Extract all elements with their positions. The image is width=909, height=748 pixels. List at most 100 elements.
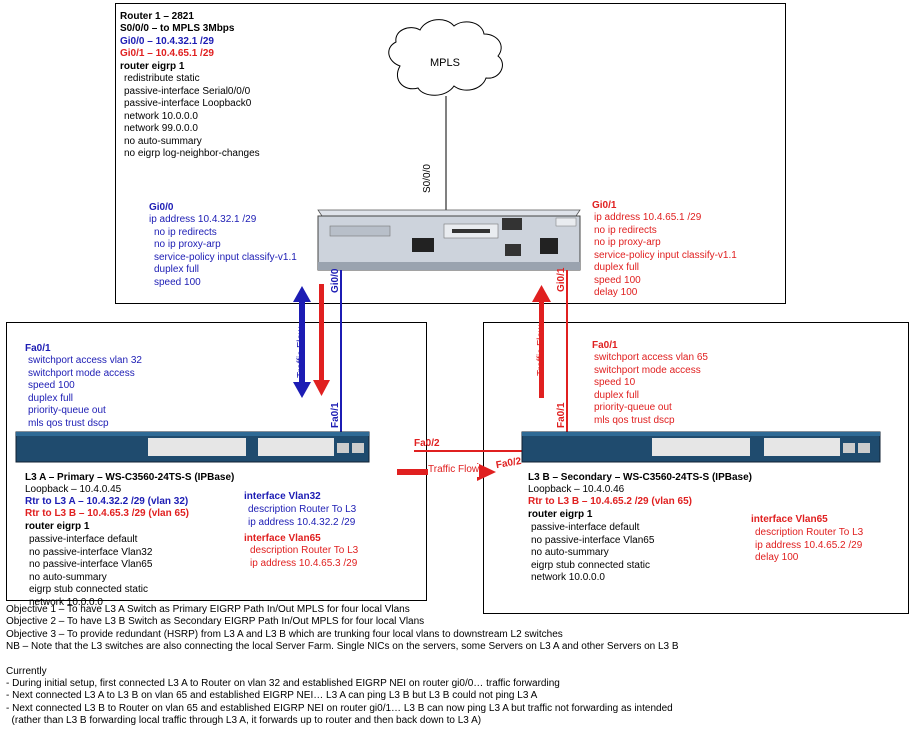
l3b-fa01-line: speed 10: [594, 377, 636, 388]
l3a-eigrp-line: no passive-interface Vlan65: [29, 559, 153, 570]
router-eigrp-line: network 10.0.0.0: [124, 110, 198, 122]
traffic-flow-label-horizontal: Traffic Flow: [428, 464, 480, 477]
l3b-fa01-line: mls qos trust dscp: [594, 414, 675, 426]
l3b-eigrp-line: eigrp stub connected static: [531, 559, 650, 571]
l3b-eigrp-line: network 10.0.0.0: [531, 572, 605, 583]
router-eigrp-lines: redistribute static passive-interface Se…: [124, 73, 260, 161]
gi00-link-label: Gi0/0: [330, 268, 341, 293]
l3b-fa01-line: switchport access vlan 65: [594, 352, 708, 363]
router-gi00-line: no ip proxy-arp: [154, 239, 221, 250]
l3a-rtr-line: Rtr to L3 A – 10.4.32.2 /29 (vlan 32): [25, 496, 189, 507]
l3b-vlan65-header: interface Vlan65: [751, 514, 828, 525]
switch-l3b-icon: [521, 431, 881, 463]
currently-line: - Next connected L3 B to Router on vlan …: [6, 702, 673, 714]
l3b-rtr-line: Rtr to L3 B – 10.4.65.2 /29 (vlan 65): [528, 496, 692, 507]
router-gi00-address: Gi0/0 – 10.4.32.1 /29: [120, 36, 214, 47]
router-gi00-header: Gi0/0: [149, 202, 174, 213]
l3a-fa01-line: priority-queue out: [28, 405, 106, 416]
router-gi01-line: delay 100: [594, 287, 638, 298]
l3a-eigrp-lines: passive-interface default no passive-int…: [29, 534, 152, 609]
router-eigrp-header: router eigrp 1: [120, 61, 185, 72]
router-eigrp-line: redistribute static: [124, 73, 200, 84]
router-gi00-line: duplex full: [154, 264, 200, 275]
router-eigrp-line: network 99.0.0.0: [124, 123, 198, 134]
router-serial: S0/0/0 – to MPLS 3Mbps: [120, 23, 235, 34]
traffic-flow-arrow-blue: [293, 286, 311, 398]
traffic-flow-label-right: Traffic Flow: [536, 324, 547, 376]
l3b-eigrp-header: router eigrp 1: [528, 509, 593, 520]
l3a-fa01-header: Fa0/1: [25, 343, 51, 354]
objective-line: Objective 1 – To have L3 A Switch as Pri…: [6, 604, 410, 615]
l3a-fa01-lines: switchport access vlan 32 switchport mod…: [28, 355, 142, 430]
notes-section: Objective 1 – To have L3 A Switch as Pri…: [6, 604, 679, 728]
l3a-fa01-line: switchport mode access: [28, 367, 135, 379]
l3b-config-box: [483, 322, 909, 614]
l3a-loopback: Loopback – 10.4.0.45: [25, 484, 122, 495]
traffic-flow-arrow-red-up: [532, 285, 551, 398]
l3a-l3b-line: Rtr to L3 B – 10.4.65.3 /29 (vlan 65): [25, 508, 189, 519]
traffic-flow-label-left: Traffic Flow: [296, 326, 307, 378]
l3b-fa01-header: Fa0/1: [592, 340, 618, 351]
l3b-loopback: Loopback – 10.4.0.46: [528, 484, 625, 495]
l3a-vlan32-line: ip address 10.4.32.2 /29: [248, 516, 356, 528]
router-gi01-address: Gi0/1 – 10.4.65.1 /29: [120, 48, 214, 59]
l3a-eigrp-line: no passive-interface Vlan32: [29, 546, 153, 558]
l3b-fa01-lines: switchport access vlan 65 switchport mod…: [594, 352, 708, 427]
objective-line: Objective 3 – To provide redundant (HSRP…: [6, 628, 563, 640]
router-gi00-lines: ip address 10.4.32.1 /29 no ip redirects…: [149, 214, 297, 289]
l3a-eigrp-header: router eigrp 1: [25, 521, 90, 532]
l3b-fa01-line: priority-queue out: [594, 402, 672, 413]
router-gi01-line: no ip redirects: [594, 224, 657, 236]
router-gi01-line: ip address 10.4.65.1 /29: [594, 212, 702, 223]
l3b-vlan65-line: delay 100: [755, 552, 799, 563]
l3a-vlan32-line: description Router To L3: [248, 504, 357, 515]
mpls-cloud-label: MPLS: [430, 57, 460, 69]
l3a-eigrp-line: eigrp stub connected static: [29, 584, 148, 595]
l3b-vlan65-lines: description Router To L3 ip address 10.4…: [755, 527, 863, 565]
l3b-vlan65-line: description Router To L3: [755, 527, 864, 538]
currently-line: - During initial setup, first connected …: [6, 678, 560, 690]
l3a-fa01-line: mls qos trust dscp: [28, 417, 109, 429]
l3a-fa01-line: switchport access vlan 32: [28, 355, 142, 366]
l3a-vlan65-header: interface Vlan65: [244, 533, 321, 544]
l3a-fa01-line: speed 100: [28, 380, 75, 391]
router-gi00-line: ip address 10.4.32.1 /29: [149, 214, 257, 225]
l3a-vlan65-lines: description Router To L3 ip address 10.4…: [250, 545, 358, 570]
router-gi01-header: Gi0/1: [592, 200, 617, 211]
currently-line: - Next connected L3 A to L3 B on vlan 65…: [6, 690, 538, 702]
l3a-vlan32-lines: description Router To L3 ip address 10.4…: [248, 504, 356, 529]
fa01-right-link-label: Fa0/1: [556, 402, 567, 428]
l3b-eigrp-line: no passive-interface Vlan65: [531, 534, 655, 546]
router-gi01-line: speed 100: [594, 274, 641, 286]
router-gi00-line: service-policy input classify-v1.1: [154, 251, 297, 263]
l3a-eigrp-line: network 10.0.0.0: [29, 596, 103, 608]
fa02-left-link-label: Fa0/2: [414, 438, 440, 449]
l3b-title: L3 B – Secondary – WS-C3560-24TS-S (IPBa…: [528, 472, 752, 483]
fa01-left-link-label: Fa0/1: [330, 402, 341, 428]
router-gi01-line: service-policy input classify-v1.1: [594, 249, 737, 261]
l3b-fa01-line: switchport mode access: [594, 364, 701, 376]
router-eigrp-line: passive-interface Serial0/0/0: [124, 85, 251, 97]
l3b-vlan65-line: ip address 10.4.65.2 /29: [755, 539, 863, 551]
router-eigrp-line: no auto-summary: [124, 135, 202, 147]
router-gi01-line: no ip proxy-arp: [594, 237, 661, 248]
l3b-fa01-line: duplex full: [594, 389, 640, 401]
objective-line: Objective 2 – To have L3 B Switch as Sec…: [6, 616, 425, 628]
l3b-eigrp-line: passive-interface default: [531, 522, 640, 533]
l3a-vlan32-header: interface Vlan32: [244, 491, 321, 502]
l3a-fa01-line: duplex full: [28, 392, 74, 404]
currently-header: Currently: [6, 665, 47, 677]
mpls-cloud-icon: [388, 19, 503, 96]
router-gi00-line: speed 100: [154, 276, 201, 288]
router-eigrp-line: passive-interface Loopback0: [124, 98, 252, 109]
router-eigrp-line: no eigrp log-neighbor-changes: [124, 148, 260, 159]
objective-line: NB – Note that the L3 switches are also …: [6, 641, 679, 653]
currently-line: (rather than L3 B forwarding local traff…: [6, 715, 482, 727]
l3a-vlan65-line: description Router To L3: [250, 545, 359, 556]
l3a-eigrp-line: passive-interface default: [29, 534, 138, 545]
l3b-eigrp-lines: passive-interface default no passive-int…: [531, 522, 654, 585]
l3a-vlan65-line: ip address 10.4.65.3 /29: [250, 557, 358, 569]
l3a-eigrp-line: no auto-summary: [29, 571, 107, 583]
l3a-title: L3 A – Primary – WS-C3560-24TS-S (IPBase…: [25, 472, 235, 483]
